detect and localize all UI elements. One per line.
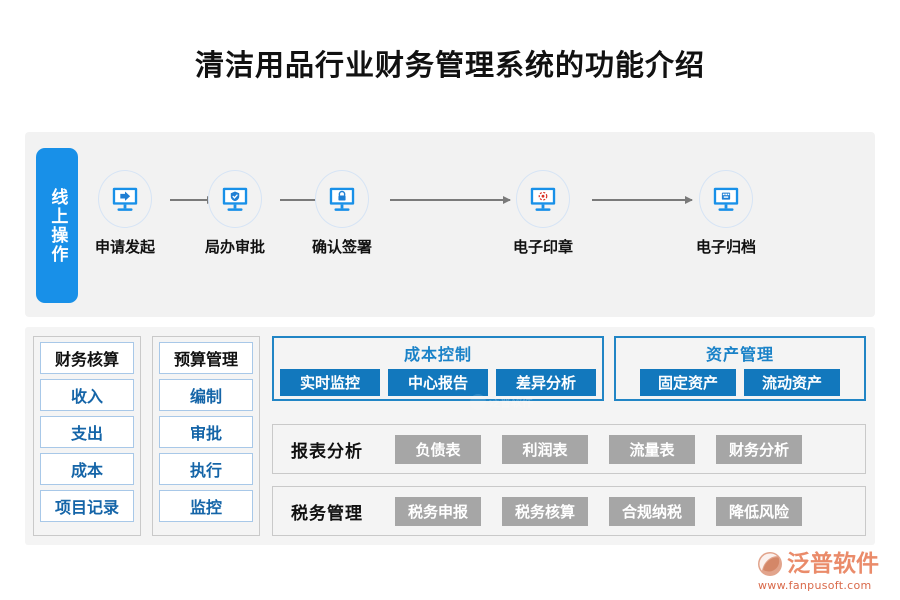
cost-control-box: 成本控制 实时监控 中心报告 差异分析 (272, 336, 604, 401)
module-column-budget-header: 预算管理 (159, 342, 253, 374)
tax-management-label: 税务管理 (291, 503, 363, 524)
flow-step-1-label: 申请发起 (94, 238, 155, 256)
tax-management-chips: 税务申报 税务核算 合规纳税 降低风险 (395, 496, 802, 526)
report-chip-income-statement[interactable]: 利润表 (502, 434, 588, 464)
report-chip-cash-flow[interactable]: 流量表 (609, 434, 695, 464)
tax-chip-declaration[interactable]: 税务申报 (395, 496, 481, 526)
module-item-monitor[interactable]: 监控 (159, 490, 253, 522)
brand-logo-url: www.fanpusoft.com (758, 579, 872, 592)
monitor-stamp-icon (516, 170, 570, 228)
tax-chip-risk-reduction[interactable]: 降低风险 (716, 496, 802, 526)
tax-management-row: 税务管理 税务申报 税务核算 合规纳税 降低风险 (272, 486, 866, 536)
asset-management-title: 资产管理 (705, 345, 774, 364)
cost-control-button-realtime-monitor[interactable]: 实时监控 (280, 369, 380, 396)
asset-button-fixed-assets[interactable]: 固定资产 (640, 369, 736, 396)
flow-step-2-label: 局办审批 (204, 238, 265, 256)
cost-control-button-center-report[interactable]: 中心报告 (388, 369, 488, 396)
flow-step-4[interactable]: 电子印章 (500, 170, 586, 257)
monitor-lock-icon (315, 170, 369, 228)
tax-chip-compliance[interactable]: 合规纳税 (609, 496, 695, 526)
online-operation-label: 线上操作 (47, 187, 68, 264)
module-item-execute[interactable]: 执行 (159, 453, 253, 485)
cost-control-button-variance-analysis[interactable]: 差异分析 (496, 369, 596, 396)
module-item-compile[interactable]: 编制 (159, 379, 253, 411)
asset-management-buttons: 固定资产 流动资产 (616, 369, 864, 396)
report-chip-financial-analysis[interactable]: 财务分析 (716, 434, 802, 464)
report-chip-balance-sheet[interactable]: 负债表 (395, 434, 481, 464)
asset-management-box: 资产管理 固定资产 流动资产 (614, 336, 866, 401)
flow-step-5-label: 电子归档 (695, 238, 756, 256)
module-column-accounting-header: 财务核算 (40, 342, 134, 374)
cost-control-buttons: 实时监控 中心报告 差异分析 (274, 369, 602, 396)
flow-arrow-4 (592, 195, 693, 204)
module-item-project-record[interactable]: 项目记录 (40, 490, 134, 522)
flow-step-3[interactable]: 确认签署 (299, 170, 385, 257)
module-column-budget: 预算管理 编制 审批 执行 监控 (152, 336, 260, 536)
flow-arrow-3 (390, 195, 511, 204)
flow-step-2[interactable]: 局办审批 (192, 170, 278, 257)
monitor-shield-check-icon (208, 170, 262, 228)
cost-control-title: 成本控制 (403, 345, 472, 364)
flow-step-1[interactable]: 申请发起 (82, 170, 168, 257)
module-item-cost[interactable]: 成本 (40, 453, 134, 485)
module-item-income[interactable]: 收入 (40, 379, 134, 411)
module-column-accounting: 财务核算 收入 支出 成本 项目记录 (33, 336, 141, 536)
flow-step-5[interactable]: 电子归档 (683, 170, 769, 257)
brand-logo-name: 泛普软件 (787, 550, 879, 577)
brand-logo: 泛普软件 www.fanpusoft.com (757, 551, 879, 592)
brand-logo-top: 泛普软件 (757, 551, 879, 577)
page-title: 清洁用品行业财务管理系统的功能介绍 (194, 48, 705, 82)
module-item-approve[interactable]: 审批 (159, 416, 253, 448)
monitor-archive-icon (699, 170, 753, 228)
fanpu-logo-icon (757, 551, 783, 577)
monitor-arrow-icon (98, 170, 152, 228)
module-item-expense[interactable]: 支出 (40, 416, 134, 448)
asset-button-current-assets[interactable]: 流动资产 (744, 369, 840, 396)
report-analysis-row: 报表分析 负债表 利润表 流量表 财务分析 (272, 424, 866, 474)
flow-step-4-label: 电子印章 (512, 238, 573, 256)
tax-chip-accounting[interactable]: 税务核算 (502, 496, 588, 526)
report-analysis-label: 报表分析 (291, 441, 363, 462)
report-analysis-chips: 负债表 利润表 流量表 财务分析 (395, 434, 802, 464)
online-operation-sidebar: 线上操作 (36, 148, 78, 303)
flow-step-3-label: 确认签署 (311, 238, 372, 256)
